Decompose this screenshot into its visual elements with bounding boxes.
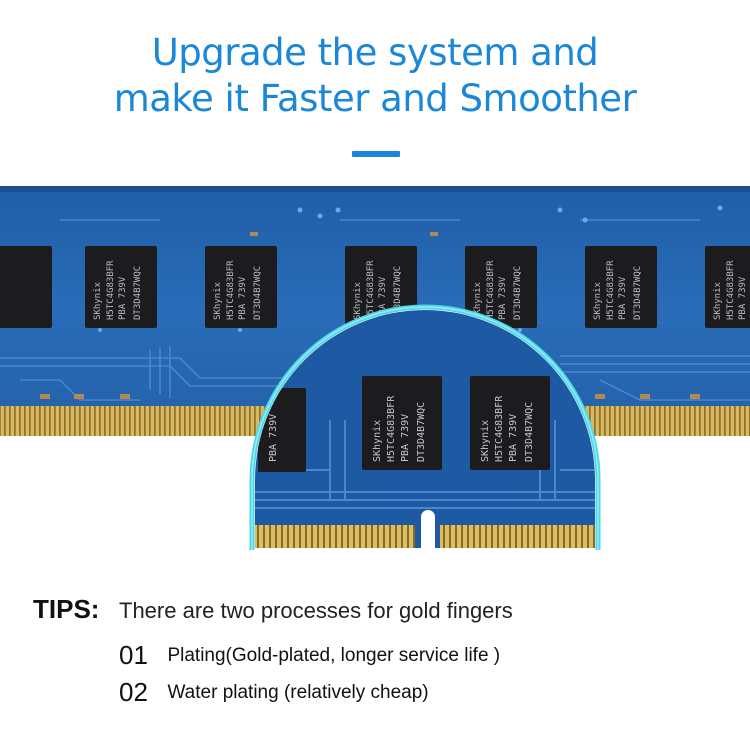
headline-line-2: make it Faster and Smoother (113, 77, 637, 120)
svg-text:H5TC4G83BFR: H5TC4G83BFR (726, 260, 736, 320)
svg-text:SKhynix: SKhynix (473, 281, 483, 320)
svg-text:SKhynix: SKhynix (713, 281, 723, 320)
tip-item: 02 Water plating (relatively cheap) (119, 677, 429, 709)
svg-text:H5TC4G83BFR: H5TC4G83BFR (226, 260, 236, 320)
svg-text:PBA 739V: PBA 739V (238, 276, 248, 320)
svg-text:H5TC4G83BFR: H5TC4G83BFR (494, 395, 505, 462)
svg-text:PBA 739V: PBA 739V (738, 276, 748, 320)
accent-divider (352, 151, 400, 157)
tip-number: 01 (119, 640, 148, 670)
svg-text:DT3D4B7WQC: DT3D4B7WQC (133, 266, 143, 320)
svg-text:H5TC4G83BFR: H5TC4G83BFR (366, 260, 376, 320)
magnifier-detail: SKhynix H5TC4G83BFR PBA 739V DT3D4B7WQC … (249, 304, 601, 555)
svg-text:PBA 739V: PBA 739V (400, 414, 411, 462)
ram-module-photo: SKhynix H5TC4G83BFR PBA 739V DT3D4B7WQC … (0, 186, 750, 555)
tip-text: Water plating (relatively cheap) (167, 681, 429, 703)
svg-text:DT3D4B7WQC: DT3D4B7WQC (393, 266, 403, 320)
svg-text:PBA 739V: PBA 739V (118, 276, 128, 320)
svg-text:SKhynix: SKhynix (372, 420, 383, 462)
memory-chips: SKhynix H5TC4G83BFR PBA 739V DT3D4B7WQC … (0, 246, 750, 328)
tip-item: 01 Plating(Gold-plated, longer service l… (119, 640, 500, 672)
svg-text:SKhynix: SKhynix (213, 281, 223, 320)
svg-text:DT3D4B7WQC: DT3D4B7WQC (253, 266, 263, 320)
svg-text:SKhynix: SKhynix (593, 281, 603, 320)
svg-text:SKhynix: SKhynix (353, 281, 363, 320)
svg-text:H5TC4G83BFR: H5TC4G83BFR (606, 260, 616, 320)
svg-text:SKhynix: SKhynix (93, 281, 103, 320)
svg-text:PBA 739V: PBA 739V (498, 276, 508, 320)
tips-label: TIPS: (33, 594, 100, 624)
svg-text:DT3D4B7WQC: DT3D4B7WQC (513, 266, 523, 320)
svg-text:PBA 739V: PBA 739V (268, 414, 279, 462)
tip-text: Plating(Gold-plated, longer service life… (167, 644, 501, 666)
headline-line-1: Upgrade the system and (151, 31, 599, 74)
headline: Upgrade the system and make it Faster an… (0, 30, 750, 122)
tips-intro: There are two processes for gold fingers (119, 598, 513, 623)
svg-text:PBA 739V: PBA 739V (378, 276, 388, 320)
svg-text:H5TC4G83BFR: H5TC4G83BFR (106, 260, 116, 320)
svg-text:DT3D4B7WQC: DT3D4B7WQC (416, 402, 427, 462)
tip-number: 02 (119, 677, 148, 707)
svg-text:H5TC4G83BFR: H5TC4G83BFR (486, 260, 496, 320)
svg-text:H5TC4G83BFR: H5TC4G83BFR (386, 395, 397, 462)
svg-text:PBA 739V: PBA 739V (618, 276, 628, 320)
svg-text:SKhynix: SKhynix (480, 420, 491, 462)
svg-text:PBA 739V: PBA 739V (508, 414, 519, 462)
svg-text:DT3D4B7WQC: DT3D4B7WQC (633, 266, 643, 320)
svg-text:DT3D4B7WQC: DT3D4B7WQC (524, 402, 535, 462)
